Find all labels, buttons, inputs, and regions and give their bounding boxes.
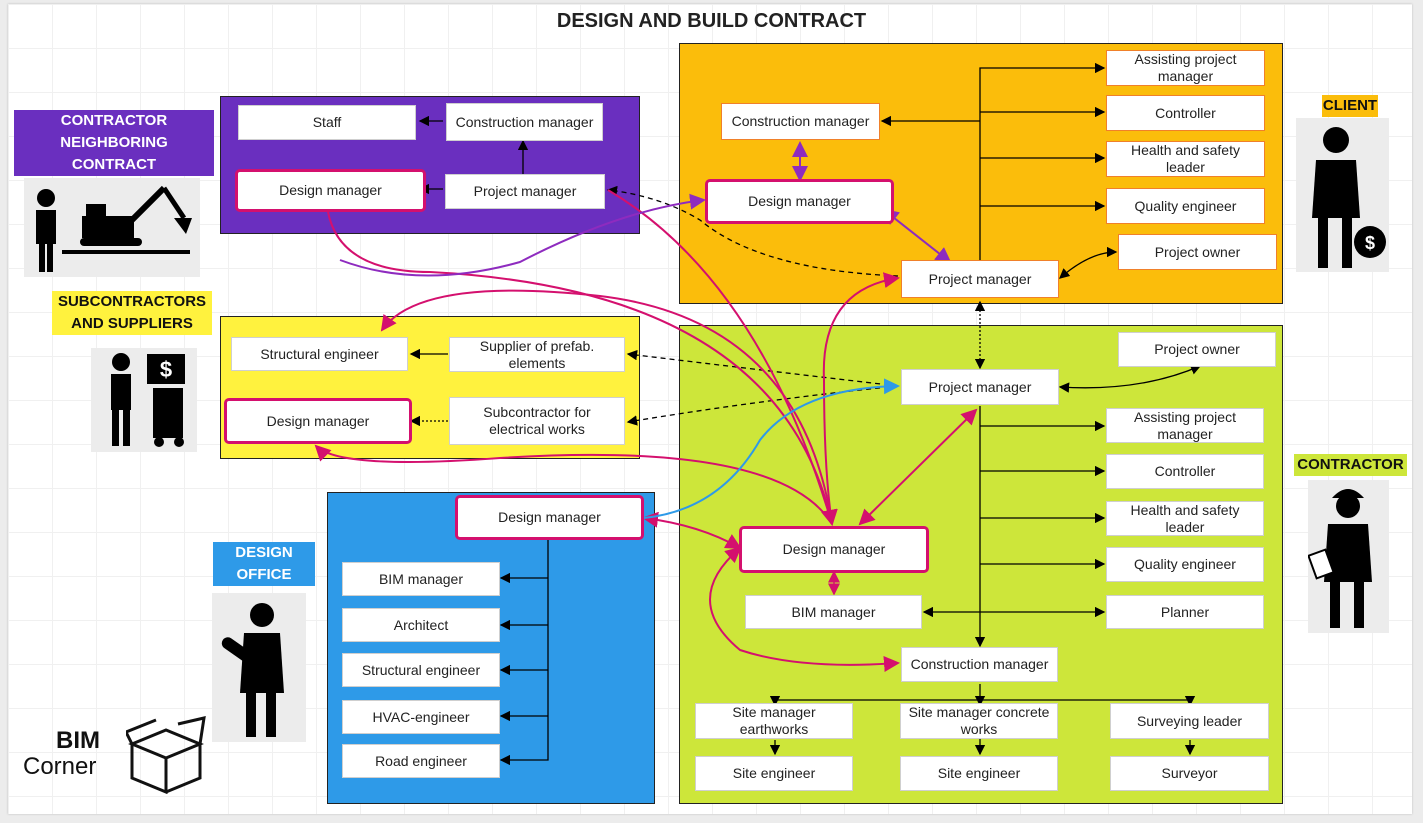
client-businessman-icon: $ xyxy=(1312,127,1386,268)
architect-icon xyxy=(221,603,284,737)
design-office-figure xyxy=(212,593,306,742)
contractor-planner: Planner xyxy=(1106,595,1264,629)
contractor-design-manager: Design manager xyxy=(739,526,929,573)
contractor-surveying-leader: Surveying leader xyxy=(1110,703,1269,739)
label-contractor: CONTRACTOR xyxy=(1294,454,1407,476)
logo-corner: Corner xyxy=(23,753,97,780)
neighbor-project-manager: Project manager xyxy=(445,174,605,209)
client-project-owner: Project owner xyxy=(1118,234,1277,270)
contractor-project-manager: Project manager xyxy=(901,369,1059,405)
subs-subcontractor-electrical: Subcontractor for electrical works xyxy=(449,397,625,445)
contractor-engineer-icon xyxy=(1307,489,1372,628)
subs-supplier-prefab: Supplier of prefab. elements xyxy=(449,337,625,372)
contractor-hs-leader: Health and safety leader xyxy=(1106,501,1264,536)
office-road-engineer: Road engineer xyxy=(342,744,500,778)
label-subcontractors: SUBCONTRACTORS AND SUPPLIERS xyxy=(52,291,212,335)
contractor-construction-manager: Construction manager xyxy=(901,647,1058,682)
subs-design-manager: Design manager xyxy=(224,398,412,444)
cart-worker-icon: $ xyxy=(111,353,185,447)
neighbor-design-manager: Design manager xyxy=(235,169,426,212)
office-bim-manager: BIM manager xyxy=(342,562,500,596)
client-construction-manager: Construction manager xyxy=(721,103,880,140)
svg-text:$: $ xyxy=(160,357,172,382)
contractor-sm-earthworks: Site manager earthworks xyxy=(695,703,853,739)
contractor-controller: Controller xyxy=(1106,454,1264,489)
client-project-manager: Project manager xyxy=(901,260,1059,298)
diagram-title: DESIGN AND BUILD CONTRACT xyxy=(556,10,867,32)
client-assisting-pm: Assisting project manager xyxy=(1106,50,1265,86)
client-design-manager: Design manager xyxy=(705,179,894,224)
logo-bim: BIM xyxy=(56,727,100,754)
contractor-site-engineer-2: Site engineer xyxy=(900,756,1058,791)
office-structural-engineer: Structural engineer xyxy=(342,653,500,687)
client-controller: Controller xyxy=(1106,95,1265,131)
contractor-project-owner: Project owner xyxy=(1118,332,1276,367)
contractor-assisting-pm: Assisting project manager xyxy=(1106,408,1264,443)
client-quality-engineer: Quality engineer xyxy=(1106,188,1265,224)
office-design-manager: Design manager xyxy=(455,495,644,540)
contractor-surveyor: Surveyor xyxy=(1110,756,1269,791)
office-hvac-engineer: HVAC-engineer xyxy=(342,700,500,734)
supplier-figure: $ xyxy=(91,348,197,452)
client-hs-leader: Health and safety leader xyxy=(1106,141,1265,177)
contractor-quality-engineer: Quality engineer xyxy=(1106,547,1264,582)
neighbor-construction-manager: Construction manager xyxy=(446,103,603,141)
excavator-worker-icon xyxy=(36,185,192,272)
box-logo-icon xyxy=(126,716,206,794)
label-contractor-neighboring: CONTRACTOR NEIGHBORING CONTRACT xyxy=(14,110,214,176)
client-figure: $ xyxy=(1296,118,1389,272)
office-architect: Architect xyxy=(342,608,500,642)
contractor-bim-manager: BIM manager xyxy=(745,595,922,629)
label-client: CLIENT xyxy=(1322,95,1378,117)
excavator-worker-figure xyxy=(24,178,200,277)
contractor-figure xyxy=(1307,480,1389,633)
subs-structural-engineer: Structural engineer xyxy=(231,337,408,371)
label-design-office: DESIGN OFFICE xyxy=(213,542,315,586)
contractor-site-engineer-1: Site engineer xyxy=(695,756,853,791)
contractor-sm-concrete: Site manager concrete works xyxy=(900,703,1058,739)
svg-text:$: $ xyxy=(1365,233,1375,253)
neighbor-staff: Staff xyxy=(238,105,416,140)
